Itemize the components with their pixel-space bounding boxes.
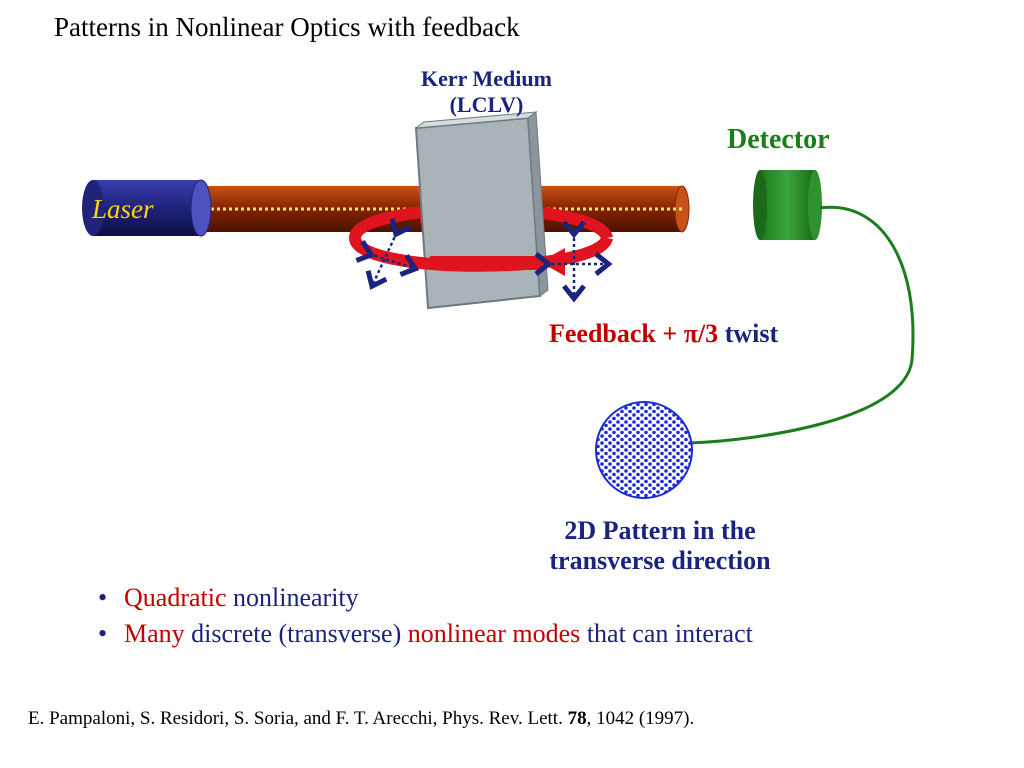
- bullet-2-text-2: that can interact: [580, 619, 753, 648]
- reference-pages-year: , 1042 (1997).: [586, 708, 695, 729]
- reference-authors: E. Pampaloni, S. Residori, S. Soria, and…: [28, 708, 568, 729]
- pattern-label: 2D Pattern in the transverse direction: [480, 516, 840, 576]
- polarization-arrows: [355, 218, 613, 303]
- kerr-medium-slab: [414, 111, 549, 310]
- kerr-medium-label-line1: Kerr Medium: [421, 66, 552, 91]
- reference-volume: 78: [567, 708, 587, 729]
- bullet-1-text: nonlinearity: [226, 583, 359, 612]
- feedback-label: Feedback + π/3 twist: [549, 319, 778, 349]
- bullet-2-highlight-2: nonlinear modes: [407, 619, 581, 648]
- laser-source: [82, 179, 212, 237]
- feedback-pi-fraction: π/3: [683, 319, 719, 348]
- kerr-medium-label: Kerr Medium (LCLV): [394, 66, 579, 118]
- feedback-word: Feedback: [549, 319, 656, 348]
- laser-label: Laser: [92, 194, 154, 224]
- pattern-label-line1: 2D Pattern in the: [564, 516, 756, 545]
- bullet-2-text-1: discrete (transverse): [184, 619, 408, 648]
- bullet-1-highlight: Quadratic: [124, 583, 227, 612]
- kerr-medium-label-line2: (LCLV): [449, 92, 524, 117]
- bullet-list: Quadratic nonlinearity Many discrete (tr…: [98, 580, 753, 652]
- slide-title: Patterns in Nonlinear Optics with feedba…: [54, 12, 520, 42]
- detector-label: Detector: [727, 124, 830, 155]
- bullet-item: Quadratic nonlinearity: [98, 580, 753, 616]
- pattern-disc: [595, 401, 693, 499]
- pattern-label-line2: transverse direction: [549, 546, 771, 575]
- bullet-item: Many discrete (transverse) nonlinear mod…: [98, 616, 753, 652]
- reference-citation: E. Pampaloni, S. Residori, S. Soria, and…: [28, 708, 694, 730]
- detector: [753, 170, 822, 240]
- feedback-twist: twist: [718, 319, 779, 348]
- bullet-2-highlight-1: Many: [124, 619, 185, 648]
- detector-cable: [689, 205, 915, 445]
- feedback-plus: +: [655, 319, 684, 348]
